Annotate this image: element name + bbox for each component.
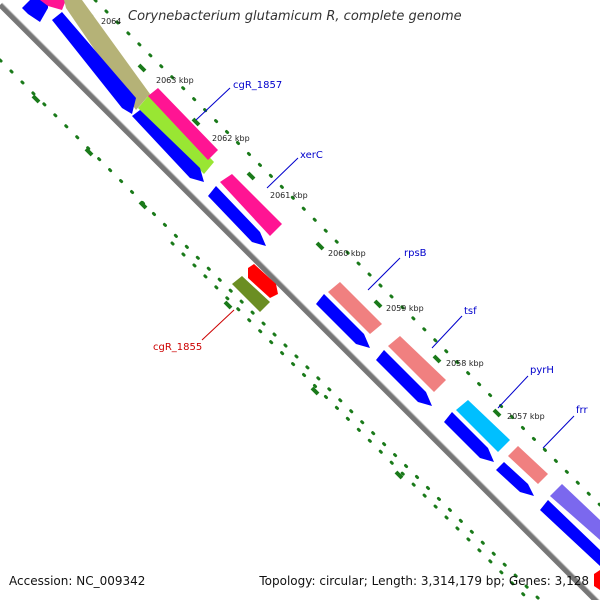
feature-arrow-red (248, 264, 278, 298)
feature-bar-lime (138, 94, 214, 174)
cds-arrow (52, 12, 136, 114)
map-title: Corynebacterium glutamicum R, complete g… (128, 9, 462, 24)
gene-label-tsf: tsf (464, 306, 477, 317)
major-tick (432, 354, 442, 364)
major-tick (315, 241, 325, 251)
feature-bar-purple (550, 484, 600, 540)
gene-label-frr: frr (576, 405, 588, 416)
topology-text: Topology: circular; Length: 3,314,179 bp… (259, 574, 589, 588)
guide-circle-inner-2 (170, 241, 532, 600)
label-leaders (195, 87, 575, 449)
cds-arrow (540, 500, 600, 566)
leader-line (431, 315, 463, 349)
major-tick (492, 408, 502, 418)
tick-label: 2062 kbp (212, 134, 250, 143)
tick-label: 2061 kbp (270, 191, 308, 200)
tick-label: 2059 kbp (386, 304, 424, 313)
cds-arrow (376, 350, 432, 406)
major-tick (84, 147, 94, 157)
feature-bar-magenta (40, 0, 66, 10)
feature-bar-magenta (148, 88, 218, 160)
feature-bar-magenta (220, 174, 282, 236)
cds-arrow (22, 0, 48, 22)
gene-label-rpsB: rpsB (404, 248, 427, 259)
feature-bar-salmon (388, 336, 446, 392)
major-tick (137, 63, 147, 73)
leader-line (542, 415, 575, 449)
feature-bar-cyan (456, 400, 510, 452)
major-tick (373, 299, 383, 309)
major-tick (31, 94, 41, 104)
major-tick (138, 200, 148, 210)
tick-label: 2060 kbp (328, 249, 366, 258)
tick-label: 2064 (101, 17, 121, 26)
gene-label-pyrH: pyrH (530, 365, 554, 376)
tick-label: 2058 kbp (446, 359, 484, 368)
major-tick (246, 171, 256, 181)
cds-arrow (316, 294, 370, 348)
leader-line (497, 375, 529, 409)
accession-text: Accession: NC_009342 (9, 574, 146, 588)
major-tick (394, 470, 404, 480)
leader-line (201, 309, 235, 341)
feature-bar-olive (64, 0, 150, 110)
guide-circle-inner (0, 58, 542, 600)
feature-bar-salmon (328, 282, 382, 334)
guide-circle-outer (93, 0, 600, 507)
leader-line (367, 257, 401, 291)
gene-label-cgR-1857: cgR_1857 (233, 80, 282, 91)
cds-arrow (132, 110, 204, 182)
major-ticks (31, 9, 502, 480)
leader-line (266, 157, 299, 189)
cds-arrow (208, 186, 266, 246)
major-tick (310, 386, 320, 396)
genome-backbone (0, 3, 599, 600)
tick-label: 2063 kbp (156, 76, 194, 85)
major-tick (223, 300, 233, 310)
cds-arrow (496, 462, 534, 496)
feature-arrow-red (594, 570, 600, 590)
gene-label-xerC: xerC (300, 150, 323, 161)
tick-label: 2057 kbp (507, 412, 545, 421)
leader-line (195, 87, 231, 121)
cds-arrow (444, 412, 494, 462)
feature-bar-dark-olive (232, 276, 270, 312)
feature-bar-salmon (508, 446, 548, 484)
major-tick (191, 117, 201, 127)
gene-label-cgR-1855: cgR_1855 (153, 342, 202, 353)
